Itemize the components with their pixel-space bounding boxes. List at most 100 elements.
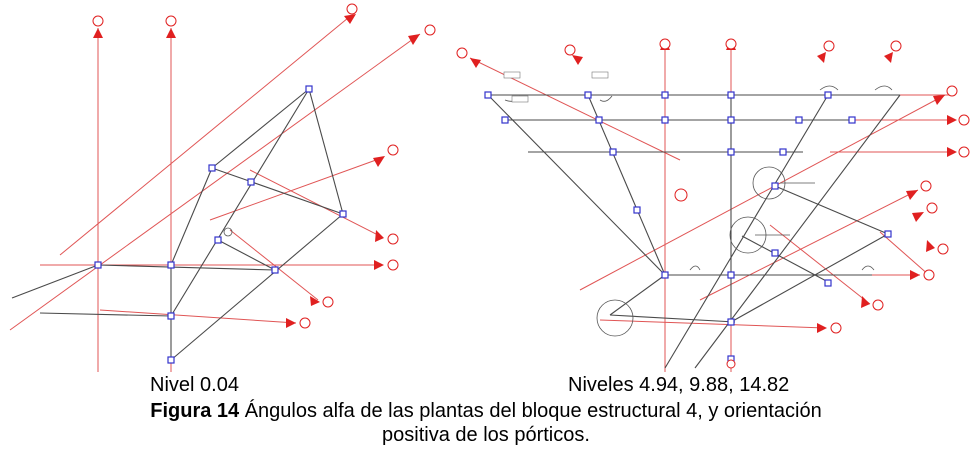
frame-line	[664, 94, 829, 369]
axis-tag	[958, 146, 970, 158]
frame-line	[217, 239, 276, 271]
caption-line-1: Figura 14 Ángulos alfa de las plantas de…	[0, 399, 972, 423]
axis-line	[599, 319, 826, 329]
axis-tag	[725, 38, 737, 50]
arrow-icon	[817, 323, 827, 333]
frame-line	[730, 233, 889, 323]
arrow-icon	[926, 240, 935, 252]
arrow-icon	[375, 230, 384, 242]
axis-tag	[823, 40, 835, 52]
angle-marker	[874, 85, 893, 91]
angle-marker	[689, 265, 701, 271]
node	[727, 318, 735, 326]
axis-tag	[564, 44, 576, 56]
arrow-icon	[906, 190, 918, 200]
arrow-icon	[912, 212, 924, 222]
axis-tag	[322, 296, 334, 308]
node	[727, 116, 735, 124]
right-plan	[456, 38, 970, 372]
axis-tag	[937, 243, 949, 255]
node	[247, 178, 255, 186]
node	[848, 116, 856, 124]
arrow-icon	[884, 52, 893, 63]
angle-marker	[861, 265, 875, 271]
frame-line	[211, 167, 344, 215]
node	[779, 148, 787, 156]
frame-line	[308, 88, 344, 215]
arrow-icon	[374, 260, 384, 270]
axis-tag	[674, 188, 688, 202]
arrow-icon	[817, 52, 826, 63]
node	[271, 266, 279, 274]
node	[208, 164, 216, 172]
angle-marker	[596, 299, 634, 337]
arrow-icon	[572, 55, 583, 65]
frame-line	[170, 167, 213, 266]
axis-line	[879, 231, 931, 277]
frame-line	[487, 94, 666, 276]
caption-figure-number: Figura 14	[150, 400, 240, 422]
frame-line	[39, 312, 172, 317]
left-plan	[9, 3, 436, 372]
arrow-icon	[408, 34, 420, 45]
frame-line	[741, 235, 831, 284]
node	[727, 271, 735, 279]
frame-line	[170, 88, 310, 317]
axis-line	[209, 159, 377, 221]
axis-tag	[946, 85, 958, 97]
axis-tag	[958, 114, 970, 126]
node	[661, 116, 669, 124]
node	[501, 116, 509, 124]
angle-marker	[599, 95, 613, 102]
arrow-icon	[861, 296, 870, 308]
frame-line	[97, 264, 276, 271]
node	[339, 210, 347, 218]
plan-label-right: Niveles 4.94, 9.88, 14.82	[568, 374, 790, 396]
arrow-icon	[470, 58, 481, 68]
arrow-icon	[310, 296, 320, 306]
node	[214, 236, 222, 244]
node	[727, 91, 735, 99]
axis-line	[59, 17, 349, 256]
axis-tag	[387, 233, 399, 245]
axis-tag	[890, 40, 902, 52]
angle-label-box	[591, 71, 609, 79]
node	[884, 230, 892, 238]
node	[771, 249, 779, 257]
figure-caption: Figura 14 Ángulos alfa de las plantas de…	[0, 399, 972, 447]
caption-line-2: positiva de los pórticos.	[382, 424, 590, 446]
node	[824, 279, 832, 287]
axis-line	[249, 169, 383, 238]
arrow-icon	[93, 28, 103, 38]
axis-line	[699, 189, 919, 301]
node	[795, 116, 803, 124]
node	[633, 206, 641, 214]
node	[167, 312, 175, 320]
axis-tag	[424, 24, 436, 36]
angle-label-box	[511, 95, 529, 103]
node	[609, 148, 617, 156]
frame-line	[609, 274, 666, 316]
node	[94, 261, 102, 269]
node	[771, 182, 779, 190]
arrow-icon	[910, 270, 920, 280]
axis-tag	[299, 317, 311, 329]
arrow-icon	[947, 147, 957, 157]
axis-tag	[387, 259, 399, 271]
axis-tag	[923, 269, 935, 281]
node	[727, 148, 735, 156]
axis-tag	[456, 47, 468, 59]
frame-line	[11, 264, 99, 299]
axis-tag	[346, 3, 358, 15]
frame-line	[609, 314, 736, 323]
node	[167, 356, 175, 364]
frame-line	[211, 88, 310, 169]
axis-tag	[830, 322, 842, 334]
node	[305, 85, 313, 93]
axis-tag	[920, 180, 932, 192]
axis-line	[9, 33, 421, 331]
axis-tag	[926, 202, 938, 214]
node	[824, 91, 832, 99]
node	[167, 261, 175, 269]
arrow-icon	[933, 95, 945, 105]
